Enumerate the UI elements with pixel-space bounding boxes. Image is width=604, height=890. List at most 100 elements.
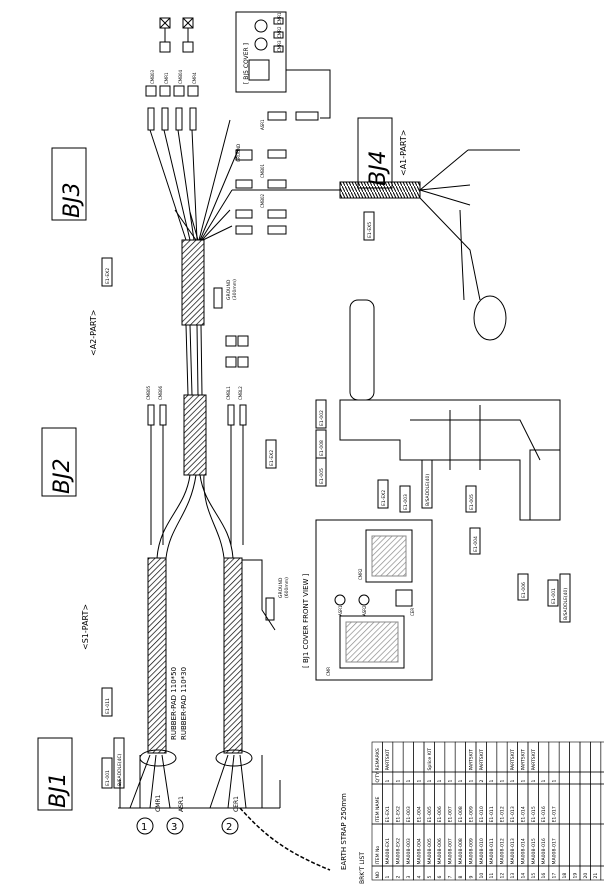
svg-text:2: 2: [226, 822, 232, 833]
bom-cell-text: E1-016: [541, 806, 547, 822]
robot-arm-sketch: E1-002 E1-008 E1-005 E1-EX2 E1-003 B/SAD…: [315, 299, 571, 623]
svg-text:1: 1: [141, 822, 147, 833]
bom-cell-text: MA008-EX2: [396, 838, 402, 865]
bom-cell-text: 20: [583, 873, 589, 879]
bom-cell-text: 3: [406, 876, 412, 879]
bom-cell-text: MA008-EX1: [385, 838, 391, 865]
svg-text:BJ3: BJ3: [60, 182, 85, 218]
svg-text:CMBL1: CMBL1: [226, 386, 231, 400]
svg-text:ASR1: ASR1: [178, 796, 185, 812]
svg-text:E1-001: E1-001: [105, 770, 111, 786]
bom-cell-text: 7: [448, 876, 454, 879]
bom-cell: [486, 741, 498, 773]
bom-cell-text: E1-014: [520, 806, 526, 822]
bom-cell-text: MA008-004: [416, 838, 422, 864]
svg-text:CMR1: CMR1: [277, 12, 282, 24]
svg-text:B/SADDLE(40): B/SADDLE(40): [425, 474, 431, 506]
bom-cell: [496, 741, 508, 773]
bom-cell-text: E1-007: [448, 806, 454, 822]
bom-cell-text: MA008-006: [437, 838, 443, 864]
bom-cell-text: 1: [531, 780, 537, 783]
svg-text:ASR1: ASR1: [338, 605, 343, 616]
bom-cell: [444, 741, 456, 773]
svg-text:BJ4: BJ4: [366, 150, 391, 186]
bom-cell-text: 1: [468, 780, 474, 783]
bom-header-cell: NO: [375, 871, 381, 878]
bom-cell-text: MA008-016: [541, 838, 547, 864]
bom-cell-text: 5: [427, 876, 433, 879]
bom-cell: [600, 741, 604, 773]
top-connectors: CMB03 CMR1 CMB04 CMR4: [145, 17, 199, 131]
bom-cell: [600, 771, 604, 785]
svg-text:BJ2: BJ2: [50, 458, 75, 494]
bj2-connectors: CMB05 CMB06 CMBL1 CMBL2: [146, 335, 249, 545]
bom-cell: [600, 823, 604, 867]
bom-cell: [569, 771, 581, 785]
bom-cell: [600, 865, 604, 881]
svg-text:E1-006: E1-006: [521, 582, 527, 598]
bom-cell: [590, 823, 602, 867]
bom-cell-text: 1: [385, 876, 391, 879]
bom-cell-text: 10: [479, 873, 485, 879]
rubber-pad-1: RUBBER-PAD 110*50: [170, 667, 178, 740]
bom-cell-text: 1: [448, 780, 454, 783]
bom-header-cell: ITEM NAME: [375, 796, 381, 822]
bj1-base: [118, 749, 331, 871]
bom-cell: [579, 823, 591, 867]
bom-cell-text: 1: [541, 780, 547, 783]
bom-cell-text: E1-017: [552, 806, 558, 822]
bom-cell-text: MA008-015: [531, 838, 537, 864]
svg-text:E1-003: E1-003: [403, 494, 409, 510]
rubber-pad-2: RUBBER-PAD 110*30: [180, 667, 188, 740]
bom-cell-text: 16: [541, 873, 547, 879]
bom-cell-text: E1-013: [510, 806, 516, 822]
bom-header-cell: REMARKS: [375, 748, 381, 770]
bom-cell: [558, 783, 570, 825]
bom-cell-text: MA008-010: [479, 838, 485, 864]
section-title-bj4: BJ4: [357, 117, 393, 189]
ground-leads: GROUND (600mm) GROUND (300mm): [213, 279, 290, 631]
svg-text:(300mm): (300mm): [232, 279, 238, 300]
bom-cell-text: E1-EX2: [396, 806, 402, 823]
svg-text:E1-004: E1-004: [473, 536, 479, 552]
bom-cell-text: MA008-003: [406, 838, 412, 864]
bom-cell-text: 2: [396, 876, 402, 879]
svg-text:ASR2: ASR2: [362, 605, 367, 616]
bj3-right-connectors: ASR1 GROUND CMB01 CMB02: [235, 111, 319, 235]
svg-text:E1-001: E1-001: [551, 588, 557, 604]
svg-text:BJ1: BJ1: [46, 772, 71, 808]
bom-title: BRK'T LIST: [359, 852, 366, 884]
bom-cell-text: 12: [500, 873, 506, 879]
section-title-bj1: BJ1: [37, 737, 73, 811]
bom-cell-text: 1: [385, 780, 391, 783]
bom-cell: [538, 741, 550, 773]
bom-cell-text: MA008-017: [552, 838, 558, 864]
bom-cell-text: MA008-009: [468, 838, 474, 864]
svg-text:CMR1: CMR1: [164, 72, 169, 84]
bj5-cover: [ BJ5 COVER ] CMR1 CMR2 CMR3: [235, 11, 331, 119]
bom-cell-text: 1: [406, 780, 412, 783]
svg-text:[ BJ1 COVER FRONT VIEW ]: [ BJ1 COVER FRONT VIEW ]: [302, 573, 310, 668]
bom-cell: [454, 741, 466, 773]
bom-cell: [569, 783, 581, 825]
bom-cell: [600, 783, 604, 825]
bom-cell-text: 1: [427, 780, 433, 783]
bom-cell-text: MA008-008: [458, 838, 464, 864]
bom-cell-text: E1-008: [458, 806, 464, 822]
tag-boxes: E1-EX2 E1-EX2 E1-011 E1-001 B/SADDLE(4C)…: [101, 211, 375, 789]
bom-cell: [579, 771, 591, 785]
svg-text:CMBL2: CMBL2: [238, 386, 243, 400]
bom-cell-text: 1: [500, 780, 506, 783]
circled-callouts: 1 CMR1 3 ASR1 2 CER1: [136, 794, 240, 835]
svg-text:CER1: CER1: [233, 796, 240, 812]
bom-cell-text: 4: [416, 876, 422, 879]
svg-text:CMB04: CMB04: [178, 69, 183, 84]
svg-text:E1-011: E1-011: [105, 698, 111, 714]
bom-cell-text: 18: [562, 873, 568, 879]
bom-cell-text: MA008-012: [500, 838, 506, 864]
svg-text:E1-008: E1-008: [319, 440, 325, 456]
bom-cell-text: 21: [593, 873, 599, 879]
bom-cell: [569, 823, 581, 867]
bom-cell: [434, 741, 446, 773]
